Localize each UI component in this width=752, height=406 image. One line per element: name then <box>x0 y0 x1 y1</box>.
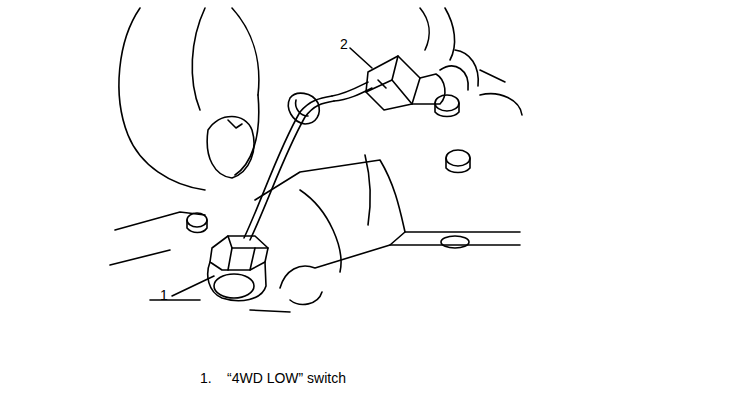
wire-connector <box>412 74 445 104</box>
switch-wire <box>250 101 334 240</box>
transfer-housing <box>232 8 259 95</box>
bolt-head <box>187 220 207 233</box>
transfer-housing <box>192 8 205 110</box>
transfer-housing <box>445 8 455 60</box>
switch-body <box>214 274 254 298</box>
mount-boss <box>228 120 242 128</box>
leader-line <box>172 48 372 296</box>
switch-wire <box>244 96 332 238</box>
harness-clip <box>440 50 505 90</box>
wire-connector <box>366 56 445 110</box>
switch-body <box>228 236 268 248</box>
transfer-housing <box>250 310 290 312</box>
mount-boss <box>207 117 254 179</box>
harness-clip <box>480 70 505 82</box>
mount-boss <box>207 117 254 179</box>
bolt-head <box>446 150 470 166</box>
transfer-housing <box>390 232 405 245</box>
switch-wire <box>332 82 368 96</box>
bolt-head <box>187 95 470 248</box>
transfer-housing <box>119 8 205 190</box>
transfer-housing <box>280 245 520 288</box>
bolt-head <box>446 158 470 173</box>
wire-connector <box>366 80 392 92</box>
bolt-head <box>441 236 469 248</box>
transfer-housing <box>290 292 322 304</box>
transfer-housing <box>110 8 522 312</box>
switch-body <box>208 262 266 301</box>
wire-grommet <box>288 93 319 124</box>
transfer-housing <box>110 250 170 265</box>
wire-grommet <box>296 100 308 116</box>
callout-number: 1 <box>160 287 168 303</box>
leader-line <box>172 276 214 296</box>
transfer-housing <box>480 94 522 115</box>
bolt-head <box>435 103 459 117</box>
transfer-housing <box>420 8 429 50</box>
transfer-housing <box>365 155 370 225</box>
wire-connector <box>378 80 386 88</box>
transfer-housing <box>255 160 520 232</box>
part-name: “4WD LOW” switch <box>227 370 346 386</box>
switch-body <box>208 236 268 301</box>
transfer-housing <box>150 299 200 301</box>
transfer-housing <box>235 95 259 175</box>
wire-connector <box>366 56 420 110</box>
bolt-head <box>187 213 207 227</box>
switch-wire <box>244 82 372 240</box>
transfer-housing <box>300 190 341 272</box>
leader-line <box>350 48 372 68</box>
harness-clip <box>440 66 468 90</box>
caption-number: 1. <box>200 370 212 386</box>
harness-clip <box>455 50 478 86</box>
bolt-head <box>435 95 459 111</box>
wire-grommet <box>288 93 319 124</box>
switch-body <box>228 248 232 270</box>
switch-body <box>210 236 268 270</box>
callout-number: 2 <box>340 36 348 52</box>
wire-connector <box>392 56 412 104</box>
switch-body <box>250 248 255 270</box>
